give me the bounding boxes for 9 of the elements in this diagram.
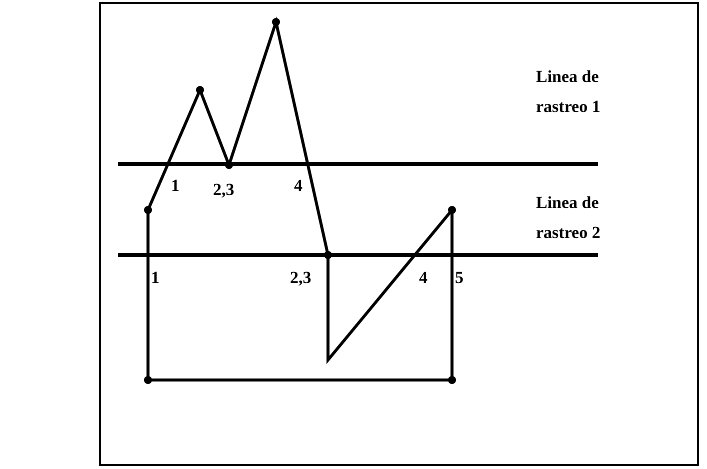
intersection-number: 1 [151, 268, 160, 288]
intersection-number: 2,3 [213, 180, 234, 200]
intersection-number: 5 [455, 268, 464, 288]
scan-line-label: Linea de rastreo 2 [536, 192, 602, 244]
intersection-number: 4 [294, 176, 302, 196]
intersection-number: 2,3 [290, 268, 312, 288]
intersection-number: 4 [419, 268, 428, 288]
intersection-number: 1 [171, 176, 180, 196]
scan-line-label: Linea de rastreo 1 [536, 66, 602, 118]
